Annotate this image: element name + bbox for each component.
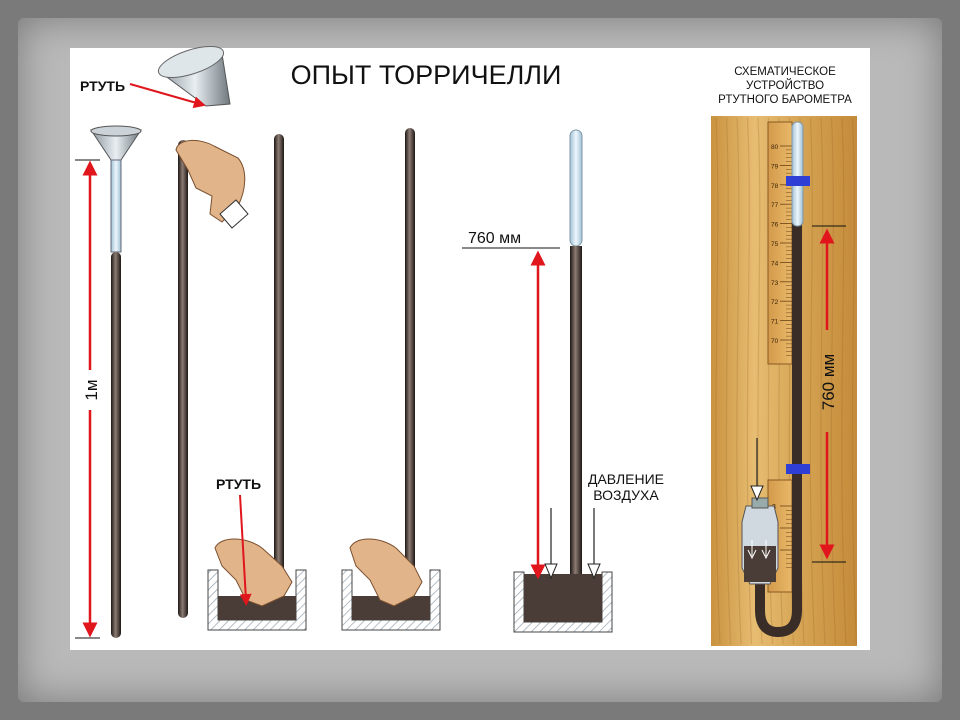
- wood-grain-line: [715, 117, 721, 645]
- tube-3: [274, 134, 284, 612]
- height-760-label: 760 мм: [468, 230, 521, 247]
- air-arrow-right-head: [587, 563, 601, 580]
- pouring-funnel-rim: [157, 45, 225, 79]
- mercury-label-top: РТУТЬ: [80, 78, 125, 94]
- bowl-4: [341, 569, 441, 631]
- clamp-bottom: [786, 464, 810, 474]
- scale-upper-ticks: 80 79 78 77 76 75 74 73 72 71 70: [771, 144, 792, 356]
- bowl-5-mercury: [524, 574, 602, 622]
- stage-4-releasing: [341, 128, 441, 631]
- stage-2-closing: [175, 140, 249, 618]
- wood-grain-line: [841, 117, 847, 645]
- tube-5-mercury-column: [570, 246, 582, 610]
- air-pressure-label-1: ДАВЛЕНИЕ: [588, 471, 664, 487]
- wood-grain-line: [725, 117, 732, 645]
- baro-inner-arrow-left: [747, 540, 757, 560]
- tube-5-vacuum: [569, 129, 583, 247]
- tube-4: [405, 128, 415, 612]
- mercury-label-bottom: РТУТЬ: [216, 476, 261, 492]
- scale-upper-label: 71: [771, 319, 779, 326]
- scale-upper-label: 73: [771, 280, 779, 287]
- barometer-cup-cap: [751, 497, 769, 509]
- scale-upper-label: 76: [771, 222, 779, 229]
- mercury-bowl-arrow: [239, 494, 252, 606]
- wood-grain-line: [851, 117, 858, 645]
- scale-upper-label: 79: [771, 163, 779, 170]
- barometer-title-3: РТУТНОГО БАРОМЕТРА: [718, 94, 852, 106]
- barometer-vacuum: [791, 121, 804, 227]
- tube-2: [178, 140, 188, 618]
- hand-release-icon: [349, 538, 423, 607]
- scale-upper-label: 72: [771, 299, 779, 306]
- barometer-panel: СХЕМАТИЧЕСКОЕ УСТРОЙСТВО РТУТНОГО БАРОМЕ…: [711, 66, 858, 646]
- bowl-3: [207, 569, 307, 631]
- scale-upper-label: 70: [771, 338, 779, 345]
- one-meter-label: 1м: [82, 379, 101, 400]
- stage-5-result: 760 мм ДАВЛЕНИЕ ВОЗДУХА: [462, 129, 664, 633]
- page-title: ОПЫТ ТОРРИЧЕЛЛИ: [291, 60, 562, 90]
- barometer-title-1: СХЕМАТИЧЕСКОЕ: [734, 66, 836, 78]
- scale-upper-label: 74: [771, 260, 779, 267]
- stage-3-inverting: РТУТЬ: [207, 134, 307, 631]
- scale-upper-label: 78: [771, 183, 779, 190]
- barometer-title-2: УСТРОЙСТВО: [746, 79, 824, 92]
- hand-closing-icon: [175, 140, 246, 223]
- air-pressure-label-2: ВОЗДУХА: [593, 487, 659, 503]
- scale-upper-label: 75: [771, 241, 779, 248]
- mercury-pointer-arrow: [129, 83, 206, 109]
- tube-funnel-rim: [90, 125, 142, 137]
- air-arrow-left-head: [544, 563, 558, 580]
- wood-grain-line: [736, 117, 742, 645]
- scale-upper-label: 77: [771, 202, 779, 209]
- baro-air-arrow-head: [750, 485, 764, 502]
- sleeve-cuff: [219, 199, 249, 229]
- clamp-top: [786, 176, 810, 186]
- barometer-height-label: 760 мм: [819, 354, 838, 410]
- stage-1-filling: РТУТЬ 1м: [75, 45, 231, 639]
- barometer-tube-mercury: [755, 128, 802, 638]
- wood-grain-line: [809, 117, 816, 645]
- tube-1-filled-part: [110, 159, 122, 253]
- scale-upper-label: 80: [771, 144, 779, 151]
- baro-inner-arrow-right: [761, 540, 771, 560]
- tube-1: [111, 252, 121, 638]
